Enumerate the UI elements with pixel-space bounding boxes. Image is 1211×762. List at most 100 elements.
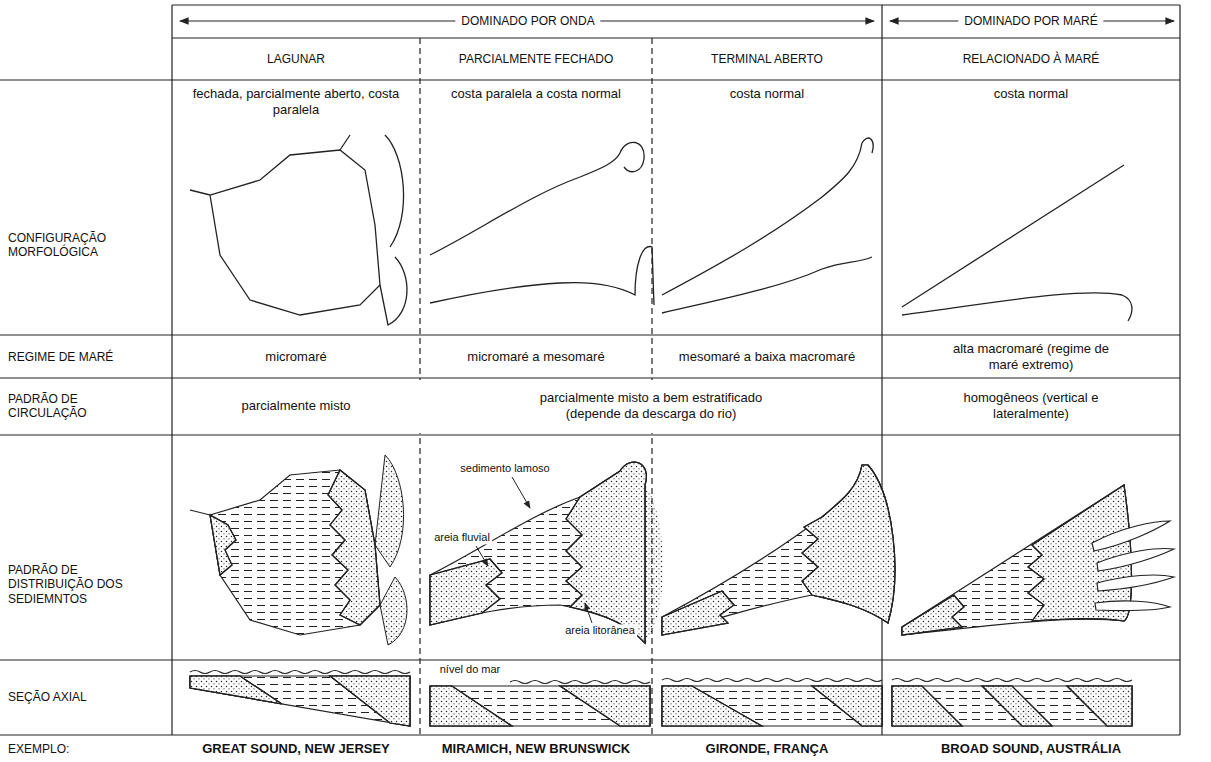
sediment-sketch [566, 462, 646, 643]
table-grid [0, 5, 1180, 735]
axial-section [190, 671, 1132, 727]
axial-section [510, 681, 650, 684]
axial-section [892, 686, 962, 726]
table-grid [0, 659, 1180, 660]
domain-heading: DOMINADO POR ONDA [455, 14, 600, 28]
morphology-sketch [662, 138, 873, 295]
axial-section [190, 676, 282, 704]
table-cell: costa paralela a costa normal [424, 86, 649, 102]
axial-section [892, 679, 1132, 682]
leader-line [512, 477, 530, 508]
axial-section [812, 686, 882, 726]
table-grid [1179, 5, 1180, 735]
table-grid [0, 377, 1180, 378]
sediment-sketch [190, 455, 1174, 645]
table-grid [172, 37, 1180, 38]
table-cell: micromaré a mesomaré [424, 349, 649, 365]
table-grid [0, 79, 1180, 80]
axial-section [662, 679, 882, 682]
callout-label: nível do mar [438, 663, 503, 676]
axial-section [982, 686, 1052, 726]
axial-section [892, 686, 1132, 726]
sediment-sketch [802, 465, 895, 623]
sediment-sketch [902, 485, 1132, 635]
sediment-sketch [1095, 601, 1170, 611]
example-name: BROAD SOUND, AUSTRÁLIA [941, 741, 1121, 757]
axial-section [330, 676, 410, 726]
sediment-sketch [328, 470, 380, 625]
morphology-sketch [430, 247, 654, 305]
table-grid [881, 5, 882, 735]
axial-section [330, 676, 410, 726]
table-cell: alta macromaré (regime de maré extremo) [944, 341, 1119, 372]
sediment-sketch [210, 470, 380, 635]
row-heading: REGIME DE MARÉ [8, 350, 126, 364]
axial-section [190, 676, 410, 726]
callout-label: areia litorânea [563, 624, 637, 637]
row-heading: SEÇÃO AXIAL [8, 690, 126, 704]
table-cell: homogêneos (vertical e lateralmente) [949, 390, 1114, 421]
leader-line [476, 546, 488, 566]
sediment-sketch [190, 510, 210, 515]
table-grid [419, 355, 420, 356]
sediment-sketch [662, 465, 895, 635]
morphology-sketch [902, 165, 1124, 307]
axial-section [662, 686, 762, 726]
domain-heading: DOMINADO POR MARÉ [958, 14, 1103, 28]
morphology-sketch [902, 165, 1132, 321]
table-grid [171, 5, 172, 735]
axial-section [812, 686, 882, 726]
sediment-sketch [802, 465, 895, 623]
example-name: MIRAMICH, NEW BRUNSWICK [442, 741, 630, 757]
row-heading: PADRÃO DE CIRCULAÇÃO [8, 392, 126, 421]
leader-line [476, 477, 592, 623]
sediment-sketch [662, 591, 734, 635]
row-heading: EXEMPLO: [8, 742, 126, 756]
table-grid [0, 734, 1180, 735]
column-heading: PARCIALMENTE FECHADO [426, 52, 646, 66]
table-cell: parcialmente misto [181, 398, 411, 414]
leader-line [585, 603, 592, 623]
axial-section [190, 676, 282, 704]
morphology-sketch [662, 138, 873, 313]
row-heading: CONFIGURAÇÃO MORFOLÓGICA [8, 231, 126, 260]
sediment-sketch [210, 515, 236, 575]
sediment-sketch [375, 455, 404, 567]
axial-section [560, 686, 650, 726]
sediment-sketch [662, 465, 895, 635]
morphology-sketch [902, 293, 1132, 321]
table-grid [0, 334, 1180, 335]
sediment-sketch [645, 485, 663, 643]
callout-label: areia fluvial [432, 531, 492, 544]
sediment-sketch [902, 595, 964, 635]
morphology-sketch [662, 257, 872, 313]
axial-section [190, 671, 410, 674]
table-grid [172, 4, 1180, 5]
sediment-sketch [430, 462, 663, 643]
morphology-sketch [340, 135, 350, 150]
axial-section [1067, 686, 1132, 726]
morphology-sketch [190, 135, 1132, 325]
table-cell: mesomaré a baixa macromaré [655, 349, 880, 365]
axial-section [430, 681, 650, 727]
sediment-sketch [1097, 549, 1174, 571]
axial-section [892, 686, 962, 726]
sediment-sketch [1092, 521, 1170, 551]
axial-section [1067, 686, 1132, 726]
row-heading: PADRÃO DE DISTRIBUIÇÃO DOS SEDIEMNTOS [8, 563, 126, 606]
axial-section [430, 686, 512, 726]
sediment-sketch [902, 595, 964, 635]
sediment-sketch [430, 559, 502, 625]
sediment-sketch [566, 462, 646, 643]
morphology-sketch [430, 142, 654, 305]
sediment-sketch [210, 515, 236, 575]
morphology-sketch [430, 142, 644, 255]
sediment-sketch [902, 485, 1174, 635]
morphology-sketch [190, 135, 407, 325]
example-name: GIRONDE, FRANÇA [706, 741, 829, 757]
axial-section [430, 686, 650, 726]
sediment-sketch [328, 470, 380, 625]
sediment-sketch [380, 577, 407, 645]
